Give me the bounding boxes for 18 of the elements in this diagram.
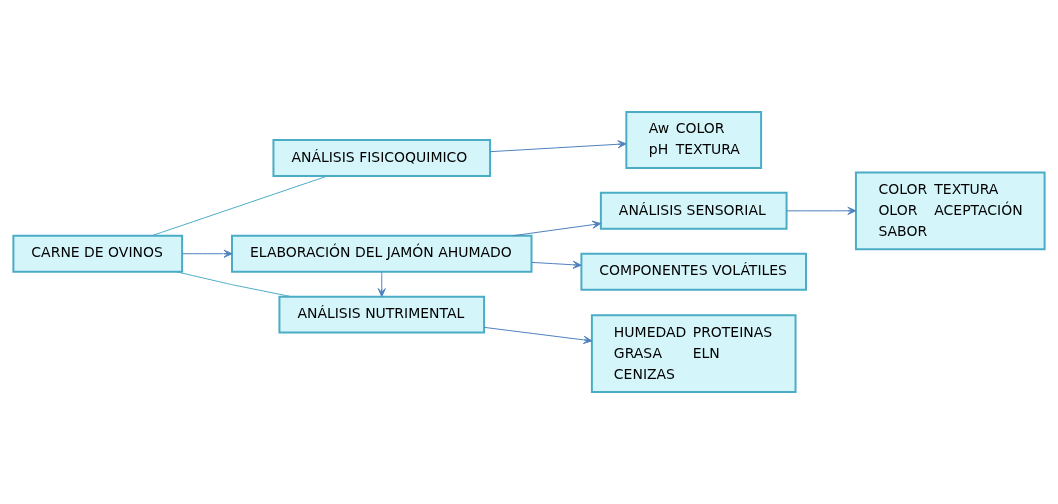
- arrow: [512, 220, 602, 237]
- node-box: COLOR TEXTURA OLOR ACEPTACIÓN SABOR: [854, 171, 1046, 251]
- arrow: [377, 271, 386, 297]
- connector: [151, 175, 328, 237]
- node-box: ANÁLISIS FISICOQUIMICO: [272, 138, 492, 177]
- node-box: ELABORACIÓN DEL JAMÓN AHUMADO: [231, 234, 533, 273]
- arrow: [181, 249, 233, 258]
- node-box: HUMEDAD PROTEINAS GRASA ELN CENIZAS: [590, 314, 797, 393]
- arrow: [489, 140, 627, 153]
- node-box: ANÁLISIS SENSORIAL: [599, 191, 788, 230]
- node-box: COMPONENTES VOLÁTILES: [580, 252, 807, 291]
- node-box: ANÁLISIS NUTRIMENTAL: [278, 295, 486, 334]
- node-box: Aw COLOR pH TEXTURA: [625, 111, 763, 169]
- arrow: [483, 326, 593, 344]
- arrow: [786, 206, 857, 215]
- arrow: [531, 260, 582, 269]
- node-box: CARNE DE OVINOS: [12, 234, 184, 273]
- connector: [175, 271, 292, 298]
